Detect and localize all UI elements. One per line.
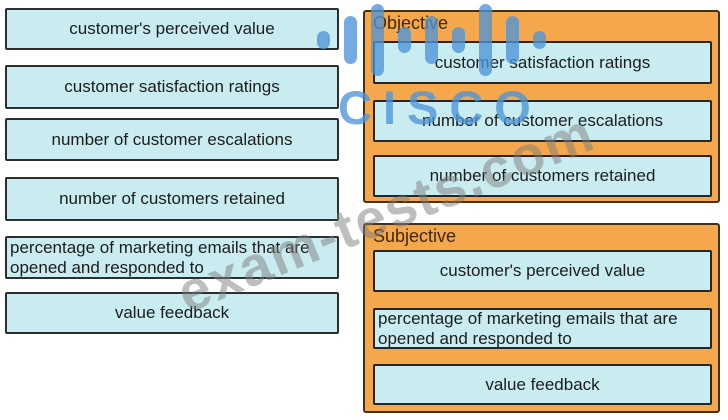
dropped-item-number-of-customer-escalations[interactable]: number of customer escalations (373, 100, 712, 142)
drag-item-percentage-of-marketing-emails[interactable]: percentage of marketing emails that are … (5, 236, 339, 279)
dropped-item-value-feedback[interactable]: value feedback (373, 364, 712, 405)
dropped-item-percentage-of-marketing-emails[interactable]: percentage of marketing emails that are … (373, 308, 712, 349)
drag-item-number-of-customer-escalations[interactable]: number of customer escalations (5, 118, 339, 161)
drag-item-customer-satisfaction-ratings[interactable]: customer satisfaction ratings (5, 65, 339, 109)
dropped-item-customer-satisfaction-ratings[interactable]: customer satisfaction ratings (373, 41, 712, 84)
dropped-item-number-of-customers-retained[interactable]: number of customers retained (373, 155, 712, 197)
category-label-objective: Objective (373, 13, 449, 33)
category-label-subjective: Subjective (373, 226, 457, 246)
category-panel-objective[interactable]: Objective customer satisfaction ratings … (363, 10, 720, 203)
drag-item-number-of-customers-retained[interactable]: number of customers retained (5, 177, 339, 221)
drag-item-customers-perceived-value[interactable]: customer's perceived value (5, 8, 339, 50)
dropped-item-customers-perceived-value[interactable]: customer's perceived value (373, 250, 712, 292)
category-panel-subjective[interactable]: Subjective customer's perceived value pe… (363, 223, 720, 413)
drag-item-value-feedback[interactable]: value feedback (5, 292, 339, 334)
